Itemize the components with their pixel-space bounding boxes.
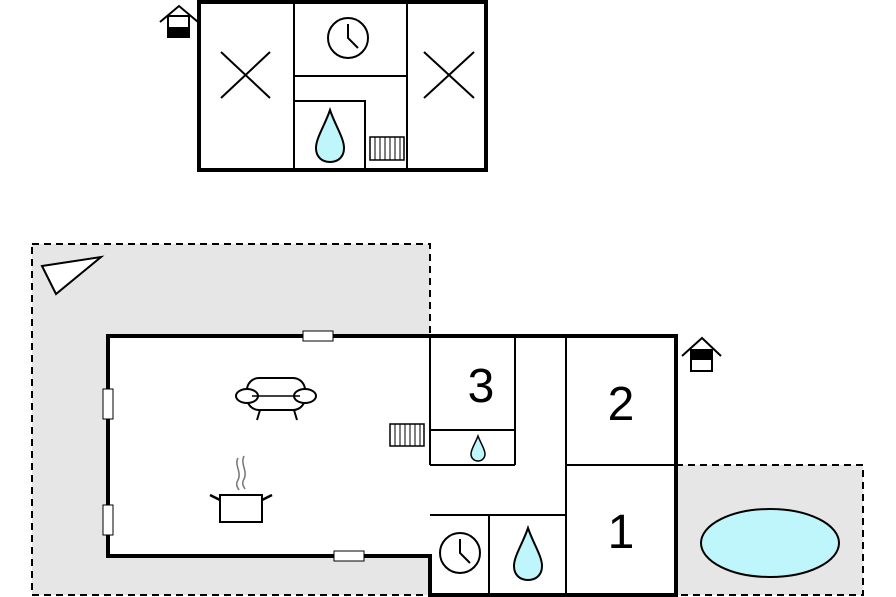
water-drop-icon [470,433,486,462]
water-drop-icon [512,524,544,582]
radiator-icon [389,423,425,447]
entrance-icon [159,4,199,38]
room-number-1: 1 [608,506,635,559]
sofa-icon [235,377,317,421]
window [102,388,114,420]
water-drop-icon [314,106,346,164]
ground-floor: 3 2 1 [31,243,864,597]
cooking-pot-icon [209,455,273,523]
upper-floor [159,0,488,172]
upper-floor-outline [197,0,488,172]
ground-floor-outline [106,334,678,597]
window [333,550,365,562]
x-mark-icon [220,51,271,99]
pool-icon [700,508,840,578]
room-number-3: 3 [468,360,495,413]
window [102,504,114,536]
clock-icon [327,17,369,59]
clock-icon [439,532,481,574]
x-mark-icon [423,51,475,99]
room-number-2: 2 [608,378,635,431]
window [302,330,334,342]
entrance-icon [681,336,722,372]
radiator-icon [369,136,405,161]
terrace-icon [40,255,105,296]
